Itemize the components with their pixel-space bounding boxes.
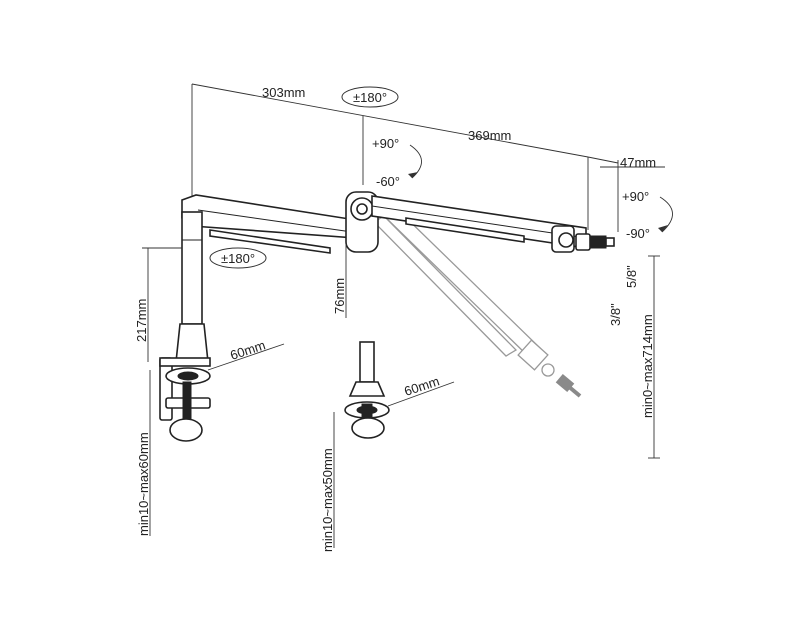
top-dimension-lines (191, 83, 665, 232)
clamp-left (159, 357, 211, 442)
clamp2-range-label: min10~max50mm (320, 448, 335, 552)
elbow-arrowhead-icon (408, 172, 418, 178)
elbow-up-label: +90° (372, 136, 399, 151)
thread-adapter (589, 235, 607, 249)
dim-60b-line (387, 381, 455, 407)
clamp-right (344, 341, 390, 439)
dim-76-label: 76mm (332, 278, 347, 314)
head-down-label: -90° (626, 226, 650, 241)
rotation-base-label: ±180° (221, 251, 255, 266)
thread-58-label: 5/8" (624, 265, 639, 288)
head-rotation-arrow-icon (659, 196, 673, 233)
dim-369-label: 369mm (468, 128, 511, 143)
elbow-down-label: -60° (376, 174, 400, 189)
dim-217-label: 217mm (134, 299, 149, 342)
rotation-base-badge: ±180° (209, 247, 267, 269)
dim-60b-label: 60mm (402, 373, 441, 398)
rotation-top-label: ±180° (353, 90, 387, 105)
head-up-label: +90° (622, 189, 649, 204)
dim-47-label: 47mm (620, 155, 656, 170)
height-range-label: min0~max714mm (640, 314, 655, 418)
main-arm (175, 191, 615, 363)
dim-303-label: 303mm (262, 85, 305, 100)
thread-38-label: 3/8" (608, 303, 623, 326)
rotation-top-badge: ±180° (341, 86, 399, 108)
dim-60a-label: 60mm (228, 337, 267, 362)
clamp1-range-label: min10~max60mm (136, 432, 151, 536)
head-arrowhead-icon (658, 225, 668, 232)
dim-60a-line (207, 343, 285, 371)
